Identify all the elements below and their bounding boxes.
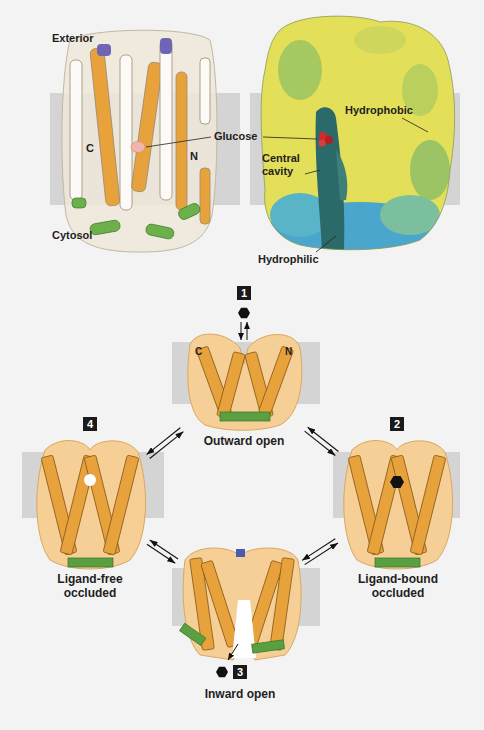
part-label: N xyxy=(285,345,292,358)
part-label: Cytosol xyxy=(52,229,92,242)
state-label: Ligand-bound occluded xyxy=(348,572,448,600)
equilibrium-arrow xyxy=(305,427,339,455)
state-label: Outward open xyxy=(179,434,309,448)
part-label: Exterior xyxy=(52,32,94,45)
equilibrium-arrow xyxy=(147,428,184,459)
state-node: 1Outward open xyxy=(185,330,303,430)
state-label: Inward open xyxy=(180,687,300,701)
equilibrium-arrow xyxy=(147,540,178,563)
callout-number: 3 xyxy=(233,665,247,679)
state-node: 4Ligand-free occluded xyxy=(35,438,145,568)
state-label: Ligand-free occluded xyxy=(40,572,140,600)
part-label: Hydrophilic xyxy=(258,253,319,266)
state-node: 3Inward open xyxy=(180,547,300,660)
callout-number: 2 xyxy=(390,417,404,431)
callout-number: 1 xyxy=(237,286,251,300)
equilibrium-arrow xyxy=(302,539,338,565)
part-label: N xyxy=(190,150,198,163)
part-label: Hydrophobic xyxy=(345,104,413,117)
part-label: Central cavity xyxy=(262,152,310,178)
state-node: 2Ligand-bound occluded xyxy=(340,438,455,565)
part-label: C xyxy=(195,345,202,358)
part-label: C xyxy=(86,142,94,155)
part-label: Glucose xyxy=(214,130,257,143)
callout-number: 4 xyxy=(83,417,97,431)
